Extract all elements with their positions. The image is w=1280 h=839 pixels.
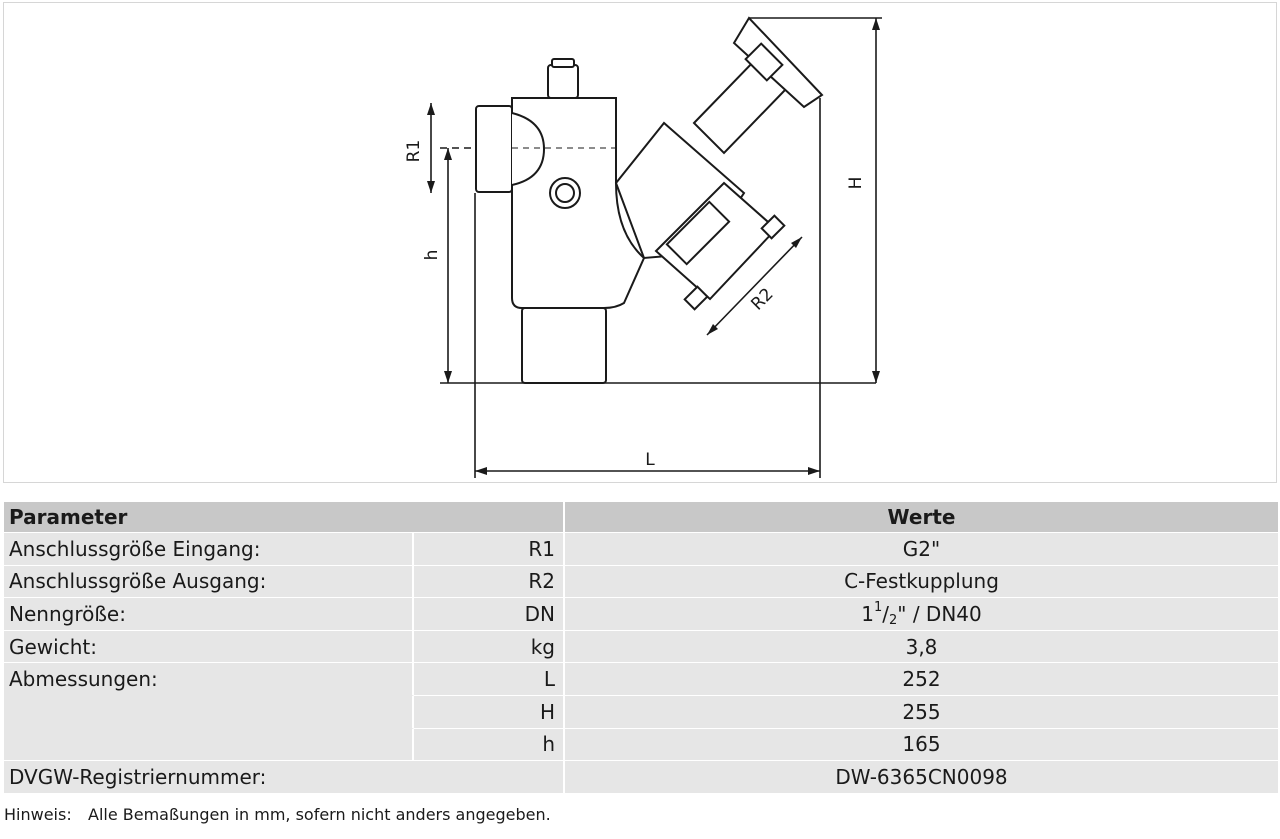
header-values: Werte: [565, 502, 1278, 533]
row-value: 252: [565, 663, 1278, 696]
row-symbol: L: [414, 663, 565, 696]
row-value: 255: [565, 695, 1278, 729]
footnote-text: Alle Bemaßungen in mm, sofern nicht ande…: [88, 805, 551, 824]
row-name: DVGW-Registriernummer:: [4, 761, 565, 794]
footnote-label: Hinweis:: [4, 805, 72, 824]
row-name-empty: [4, 695, 414, 729]
label-H: H: [846, 177, 866, 190]
dimension-arrows: [427, 18, 880, 475]
label-R1: R1: [404, 140, 424, 163]
row-name: Anschlussgröße Ausgang:: [4, 565, 414, 599]
row-name: Nenngröße:: [4, 598, 414, 631]
row-name: Gewicht:: [4, 630, 414, 664]
value-numerator: 1: [873, 599, 883, 615]
row-value: 165: [565, 728, 1278, 762]
row-symbol: R2: [414, 565, 565, 599]
header-parameter: Parameter: [4, 502, 565, 533]
R2-dimension-line: [706, 236, 803, 336]
row-value: G2": [565, 533, 1278, 566]
row-value: C-Festkupplung: [565, 565, 1278, 599]
table-row: Abmessungen: L 252: [4, 663, 1278, 696]
spec-table: Parameter Werte Anschlussgröße Eingang: …: [4, 502, 1278, 794]
valve-drawing: R1 h H L R2: [404, 16, 882, 478]
table-header-row: Parameter Werte: [4, 502, 1278, 533]
row-symbol: H: [414, 695, 565, 729]
label-L: L: [645, 450, 655, 470]
row-name-empty: [4, 728, 414, 762]
row-symbol: R1: [414, 533, 565, 566]
table-row: Gewicht: kg 3,8: [4, 630, 1278, 664]
table-row: h 165: [4, 728, 1278, 762]
row-value: DW-6365CN0098: [565, 761, 1278, 794]
technical-drawing: R1 h H L R2: [3, 2, 1277, 483]
table-row: Anschlussgröße Ausgang: R2 C-Festkupplun…: [4, 565, 1278, 599]
row-value: 11/2" / DN40: [565, 598, 1278, 631]
row-symbol: h: [414, 728, 565, 762]
table-row: DVGW-Registriernummer: DW-6365CN0098: [4, 761, 1278, 794]
footnote: Hinweis: Alle Bemaßungen in mm, sofern ni…: [4, 805, 551, 824]
row-value: 3,8: [565, 630, 1278, 664]
valve-body: [475, 16, 824, 384]
row-symbol: kg: [414, 630, 565, 664]
table-row: H 255: [4, 695, 1278, 729]
row-name: Abmessungen:: [4, 663, 414, 696]
value-denominator: 2: [889, 612, 898, 628]
table-row: Anschlussgröße Eingang: R1 G2": [4, 533, 1278, 566]
row-name: Anschlussgröße Eingang:: [4, 533, 414, 566]
row-symbol: DN: [414, 598, 565, 631]
label-h: h: [422, 250, 442, 261]
value-rest: " / DN40: [897, 601, 982, 626]
table-row: Nenngröße: DN 11/2" / DN40: [4, 598, 1278, 631]
value-whole: 1: [861, 601, 874, 626]
